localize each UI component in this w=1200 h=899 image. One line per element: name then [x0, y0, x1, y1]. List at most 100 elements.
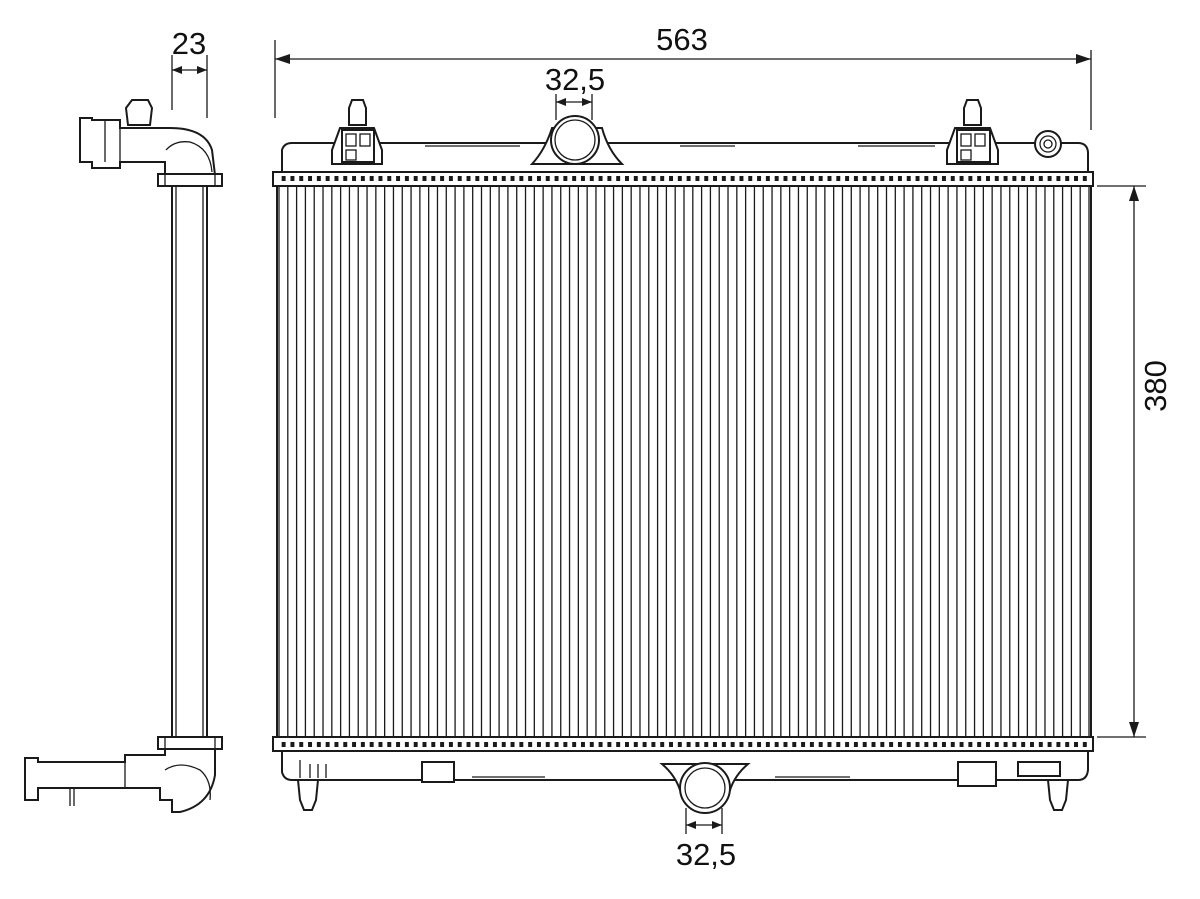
header-crimp-tab — [642, 742, 647, 747]
header-crimp-tab — [1065, 176, 1070, 181]
header-crimp-tab — [431, 742, 436, 747]
header-crimp-tab — [765, 742, 770, 747]
header-crimp-tab — [977, 742, 982, 747]
header-crimp-tab — [572, 742, 577, 747]
header-crimp-tab — [343, 742, 348, 747]
header-crimp-tab — [880, 176, 885, 181]
header-crimp-tab — [519, 742, 524, 747]
header-crimp-tab — [933, 176, 938, 181]
header-crimp-tab — [360, 176, 365, 181]
top-inlet-neck — [529, 115, 625, 165]
header-crimp-tab — [492, 176, 497, 181]
header-crimp-tab — [871, 176, 876, 181]
header-crimp-tab — [1012, 742, 1017, 747]
header-crimp-tab — [396, 742, 401, 747]
header-crimp-tab — [308, 176, 313, 181]
bottom-outlet-diameter-label: 32,5 — [676, 837, 736, 872]
header-crimp-tab — [387, 742, 392, 747]
side-top-tank-cap — [157, 173, 223, 187]
top-right-mount-bracket — [946, 99, 999, 165]
header-crimp-tab — [616, 176, 621, 181]
header-crimp-tab — [827, 742, 832, 747]
header-crimp-tab — [862, 742, 867, 747]
header-crimp-tab — [889, 176, 894, 181]
header-crimp-tab — [308, 742, 313, 747]
bottom-tank-clip — [1017, 761, 1061, 777]
top-inlet-diameter-label: 32,5 — [545, 62, 605, 97]
header-crimp-tab — [660, 742, 665, 747]
header-crimp-tab — [721, 176, 726, 181]
header-crimp-tab — [783, 176, 788, 181]
header-crimp-tab — [1038, 176, 1043, 181]
side-bottom-tank-cap — [157, 736, 223, 750]
header-crimp-tab — [501, 742, 506, 747]
side-bottom-outlet-pipe — [24, 748, 216, 813]
header-crimp-tab — [334, 176, 339, 181]
header-crimp-tab — [316, 742, 321, 747]
header-crimp-tab — [466, 176, 471, 181]
core-height-label: 380 — [1138, 360, 1173, 412]
header-crimp-tab — [369, 742, 374, 747]
header-crimp-tab — [748, 176, 753, 181]
header-crimp-tab — [853, 742, 858, 747]
header-crimp-tab — [492, 742, 497, 747]
header-crimp-tab — [704, 176, 709, 181]
header-crimp-tab — [554, 742, 559, 747]
header-crimp-tab — [1074, 742, 1078, 747]
header-crimp-tab — [774, 742, 779, 747]
header-crimp-tab — [290, 176, 295, 181]
header-crimp-tab — [343, 176, 348, 181]
header-crimp-tab — [510, 742, 515, 747]
header-crimp-tab — [739, 742, 744, 747]
header-crimp-tab — [642, 176, 647, 181]
header-crimp-tab — [1003, 742, 1008, 747]
header-crimp-tab — [281, 742, 286, 747]
header-crimp-tab — [528, 742, 533, 747]
header-crimp-tab — [633, 176, 638, 181]
front-view: 563 32,5 — [272, 22, 1173, 872]
header-crimp-tab — [431, 176, 436, 181]
header-crimp-tab — [950, 176, 955, 181]
bleed-screw — [1034, 130, 1062, 158]
header-crimp-tab — [924, 742, 929, 747]
header-crimp-tab — [994, 176, 999, 181]
header-crimp-tab — [334, 742, 339, 747]
header-crimp-tab — [959, 176, 964, 181]
header-crimp-tab — [475, 742, 480, 747]
header-crimp-tab — [484, 176, 489, 181]
header-crimp-tab — [985, 176, 990, 181]
header-crimp-tab — [448, 742, 453, 747]
header-crimp-tab — [933, 742, 938, 747]
header-crimp-tab — [466, 742, 471, 747]
top-inlet-dimension: 32,5 — [545, 62, 605, 120]
header-crimp-tab — [757, 176, 762, 181]
header-crimp-tab — [589, 176, 594, 181]
header-crimp-tab — [713, 176, 718, 181]
header-crimp-tab — [1021, 176, 1026, 181]
header-crimp-tab — [510, 176, 515, 181]
header-crimp-tab — [721, 742, 726, 747]
radiator-core-fins — [278, 186, 1090, 737]
bottom-header-crimps — [281, 742, 1087, 747]
header-crimp-tab — [607, 176, 612, 181]
overall-width-label: 563 — [656, 22, 708, 57]
header-crimp-tab — [801, 176, 806, 181]
header-crimp-tab — [827, 176, 832, 181]
header-crimp-tab — [941, 742, 946, 747]
header-crimp-tab — [695, 742, 700, 747]
header-crimp-tab — [941, 176, 946, 181]
header-crimp-tab — [290, 742, 295, 747]
header-crimp-tab — [598, 176, 603, 181]
side-depth-dimension: 23 — [171, 26, 208, 118]
side-top-bracket — [124, 99, 154, 126]
header-crimp-tab — [316, 176, 321, 181]
header-crimp-tab — [889, 742, 894, 747]
header-crimp-tab — [536, 176, 541, 181]
header-crimp-tab — [589, 742, 594, 747]
header-crimp-tab — [968, 176, 973, 181]
header-crimp-tab — [598, 742, 603, 747]
header-crimp-tab — [1012, 176, 1017, 181]
header-crimp-tab — [906, 176, 911, 181]
header-crimp-tab — [616, 742, 621, 747]
